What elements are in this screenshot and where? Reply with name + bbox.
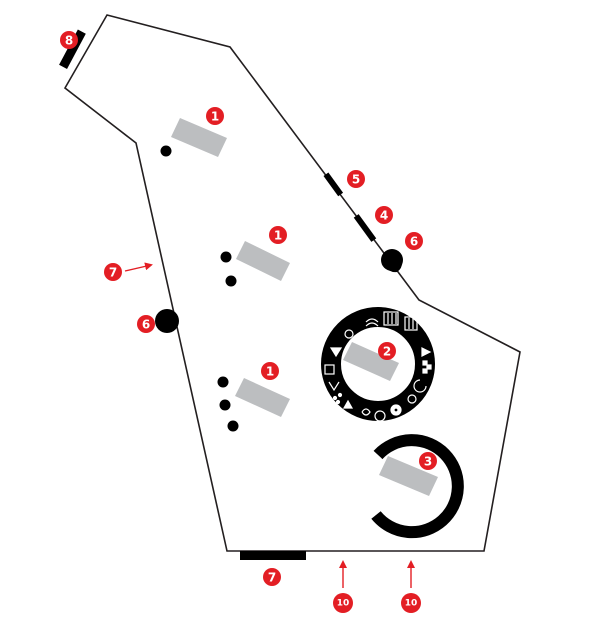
- callout-badge: [269, 226, 287, 244]
- disc-symbols-icon: [324, 311, 432, 422]
- callout-badge: [375, 206, 393, 224]
- top-slot: [59, 29, 86, 70]
- callout-label: 4: [380, 209, 388, 223]
- callout-label: 7: [268, 571, 276, 585]
- callout-badge: [60, 31, 78, 49]
- callout-5: 5: [347, 170, 365, 188]
- callout-label: 8: [65, 34, 73, 48]
- callout-badge: [419, 452, 437, 470]
- callout-badge: [104, 263, 122, 281]
- button-dot: [225, 275, 237, 287]
- callout-badge: [137, 315, 155, 333]
- callout-label: 6: [142, 318, 150, 332]
- callout-label: 7: [109, 266, 117, 280]
- knob-left: [155, 309, 179, 333]
- callout-badge: [378, 342, 396, 360]
- callout-7: 7: [263, 568, 281, 586]
- callout-badge: [347, 170, 365, 188]
- disc-symbol-ring: [321, 307, 435, 422]
- callout-6: 6: [405, 232, 423, 250]
- knob-right-body: [381, 249, 403, 271]
- callout-label: 2: [383, 345, 391, 359]
- callout-layer: 1 1 1 2 3 4 5 6 6 7 7 8 10 10: [60, 31, 437, 613]
- callout-8: 8: [60, 31, 78, 49]
- screen-bottom: [235, 378, 290, 417]
- callout-badge: [333, 593, 353, 613]
- side-slot-lower: [353, 214, 377, 242]
- callout-label: 5: [352, 173, 360, 187]
- callout-badge: [263, 568, 281, 586]
- bottom-bar: [240, 551, 306, 560]
- arc-screen: [379, 456, 438, 496]
- callout-10: 10: [333, 593, 353, 613]
- callout-label: 10: [405, 599, 418, 609]
- callout-label: 1: [266, 365, 274, 379]
- button-dot: [217, 376, 229, 388]
- callout-4: 4: [375, 206, 393, 224]
- side-slot-upper: [323, 172, 344, 197]
- callout-3: 3: [419, 452, 437, 470]
- callout-badge: [206, 107, 224, 125]
- button-dot: [219, 399, 231, 411]
- callout-10: 10: [401, 593, 421, 613]
- callout-label: 6: [410, 235, 418, 249]
- callout-7: 7: [104, 263, 122, 281]
- button-dot: [227, 420, 239, 432]
- disc-screen: [343, 342, 399, 381]
- screen-middle: [236, 241, 290, 281]
- callout-2: 2: [378, 342, 396, 360]
- callout-1: 1: [206, 107, 224, 125]
- callout-label: 1: [274, 229, 282, 243]
- left-edge-arrow: [124, 262, 153, 272]
- callout-label: 10: [337, 599, 350, 609]
- button-dot: [160, 145, 172, 157]
- callout-6: 6: [137, 315, 155, 333]
- callout-label: 1: [211, 110, 219, 124]
- callout-label: 3: [424, 455, 432, 469]
- device-body-outline: [63, 14, 521, 552]
- callout-1: 1: [261, 362, 279, 380]
- callout-badge: [261, 362, 279, 380]
- callout-1: 1: [269, 226, 287, 244]
- screen-top: [171, 118, 227, 157]
- callout-badge: [401, 593, 421, 613]
- arc-dial: [371, 434, 464, 539]
- callout-badge: [405, 232, 423, 250]
- button-dot: [220, 251, 232, 263]
